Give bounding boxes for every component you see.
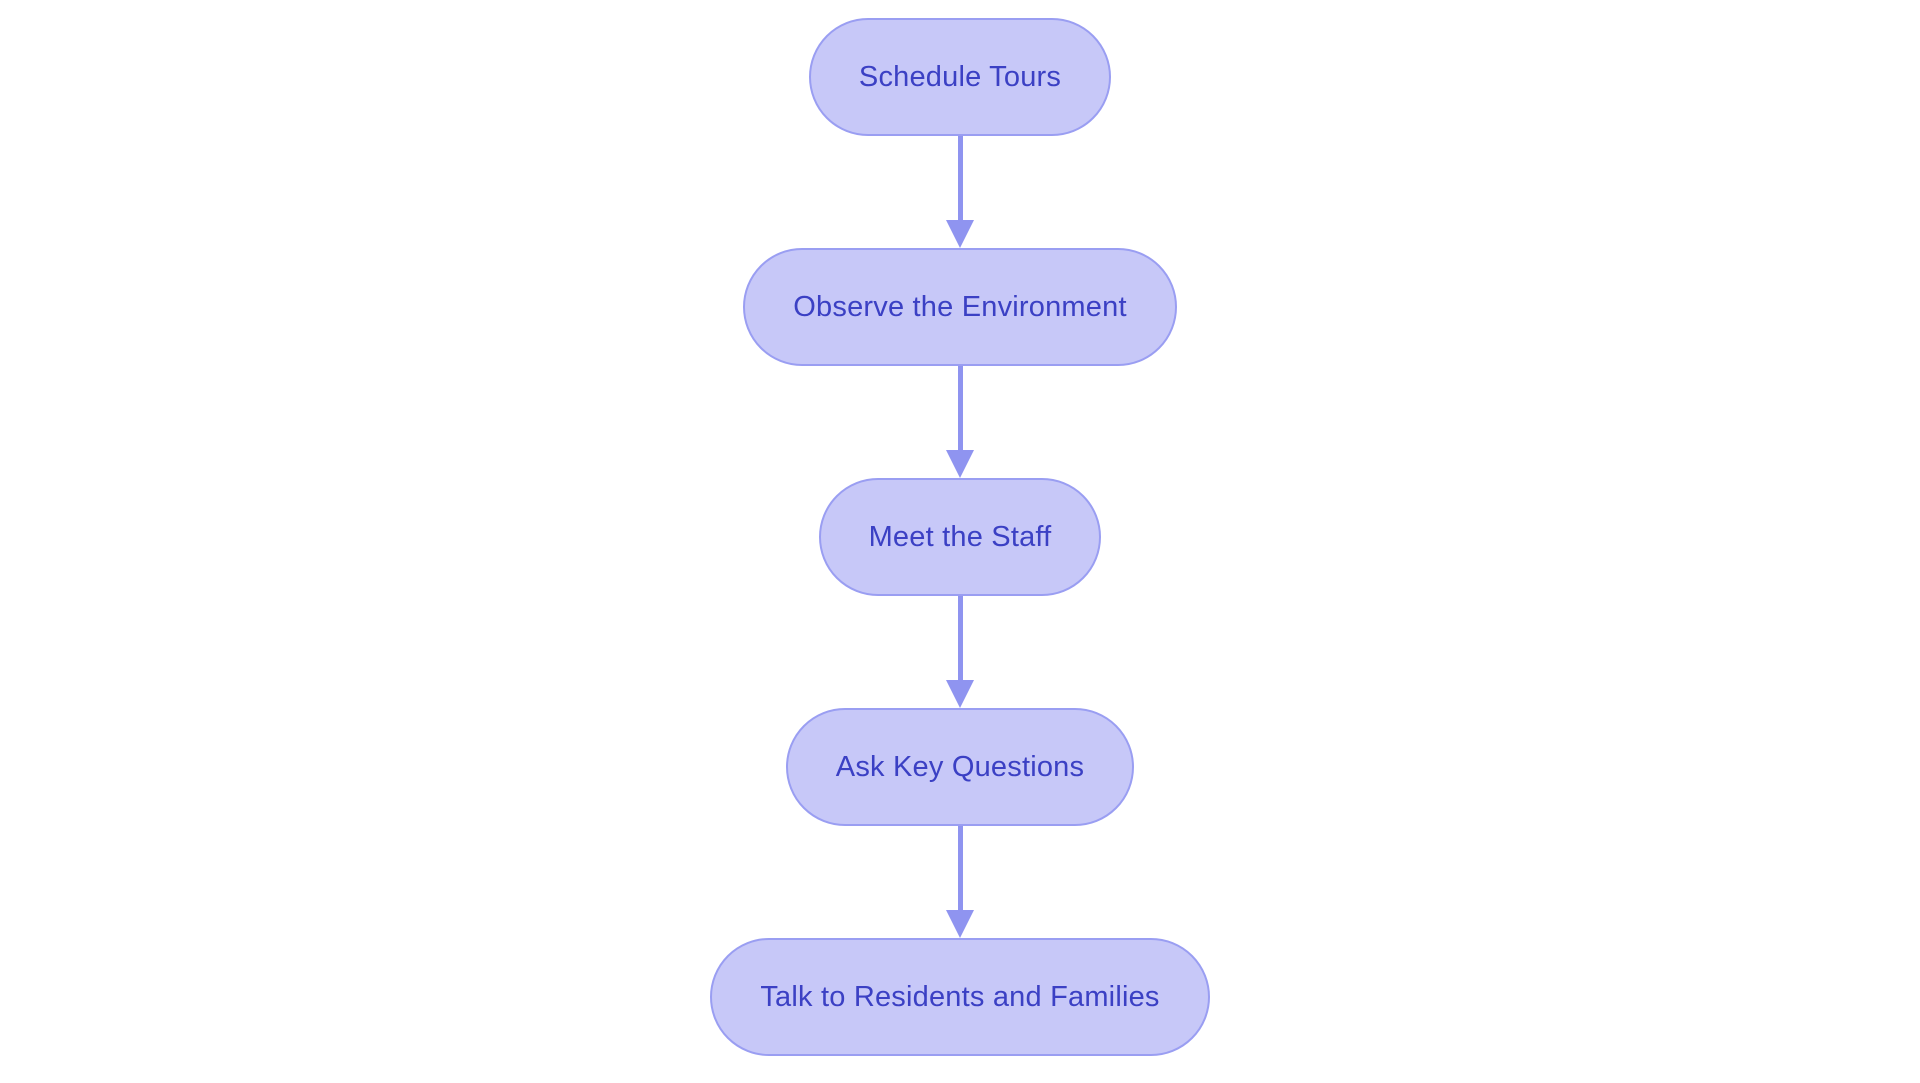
arrow-line [957, 596, 963, 680]
flow-node-label: Ask Key Questions [835, 750, 1085, 783]
arrow-head-icon [946, 220, 974, 248]
arrow-line [957, 136, 963, 220]
flow-arrow-1 [945, 136, 975, 248]
arrow-line [957, 826, 963, 910]
flow-node-label: Meet the Staff [868, 520, 1052, 553]
arrow-head-icon [946, 680, 974, 708]
flow-arrow-3 [945, 596, 975, 708]
flow-node-observe-the-environment: Observe the Environment [743, 248, 1177, 366]
arrow-line [957, 366, 963, 450]
flow-node-label: Talk to Residents and Families [760, 980, 1160, 1013]
arrow-head-icon [946, 910, 974, 938]
flow-node-ask-key-questions: Ask Key Questions [785, 708, 1135, 826]
flow-node-label: Observe the Environment [793, 290, 1127, 323]
flow-arrow-4 [945, 826, 975, 938]
flow-node-talk-to-residents-and-families: Talk to Residents and Families [710, 938, 1210, 1056]
flow-node-schedule-tours: Schedule Tours [808, 18, 1112, 136]
flow-node-label: Schedule Tours [858, 60, 1062, 93]
flow-arrow-2 [945, 366, 975, 478]
arrow-head-icon [946, 450, 974, 478]
flow-node-meet-the-staff: Meet the Staff [818, 478, 1102, 596]
